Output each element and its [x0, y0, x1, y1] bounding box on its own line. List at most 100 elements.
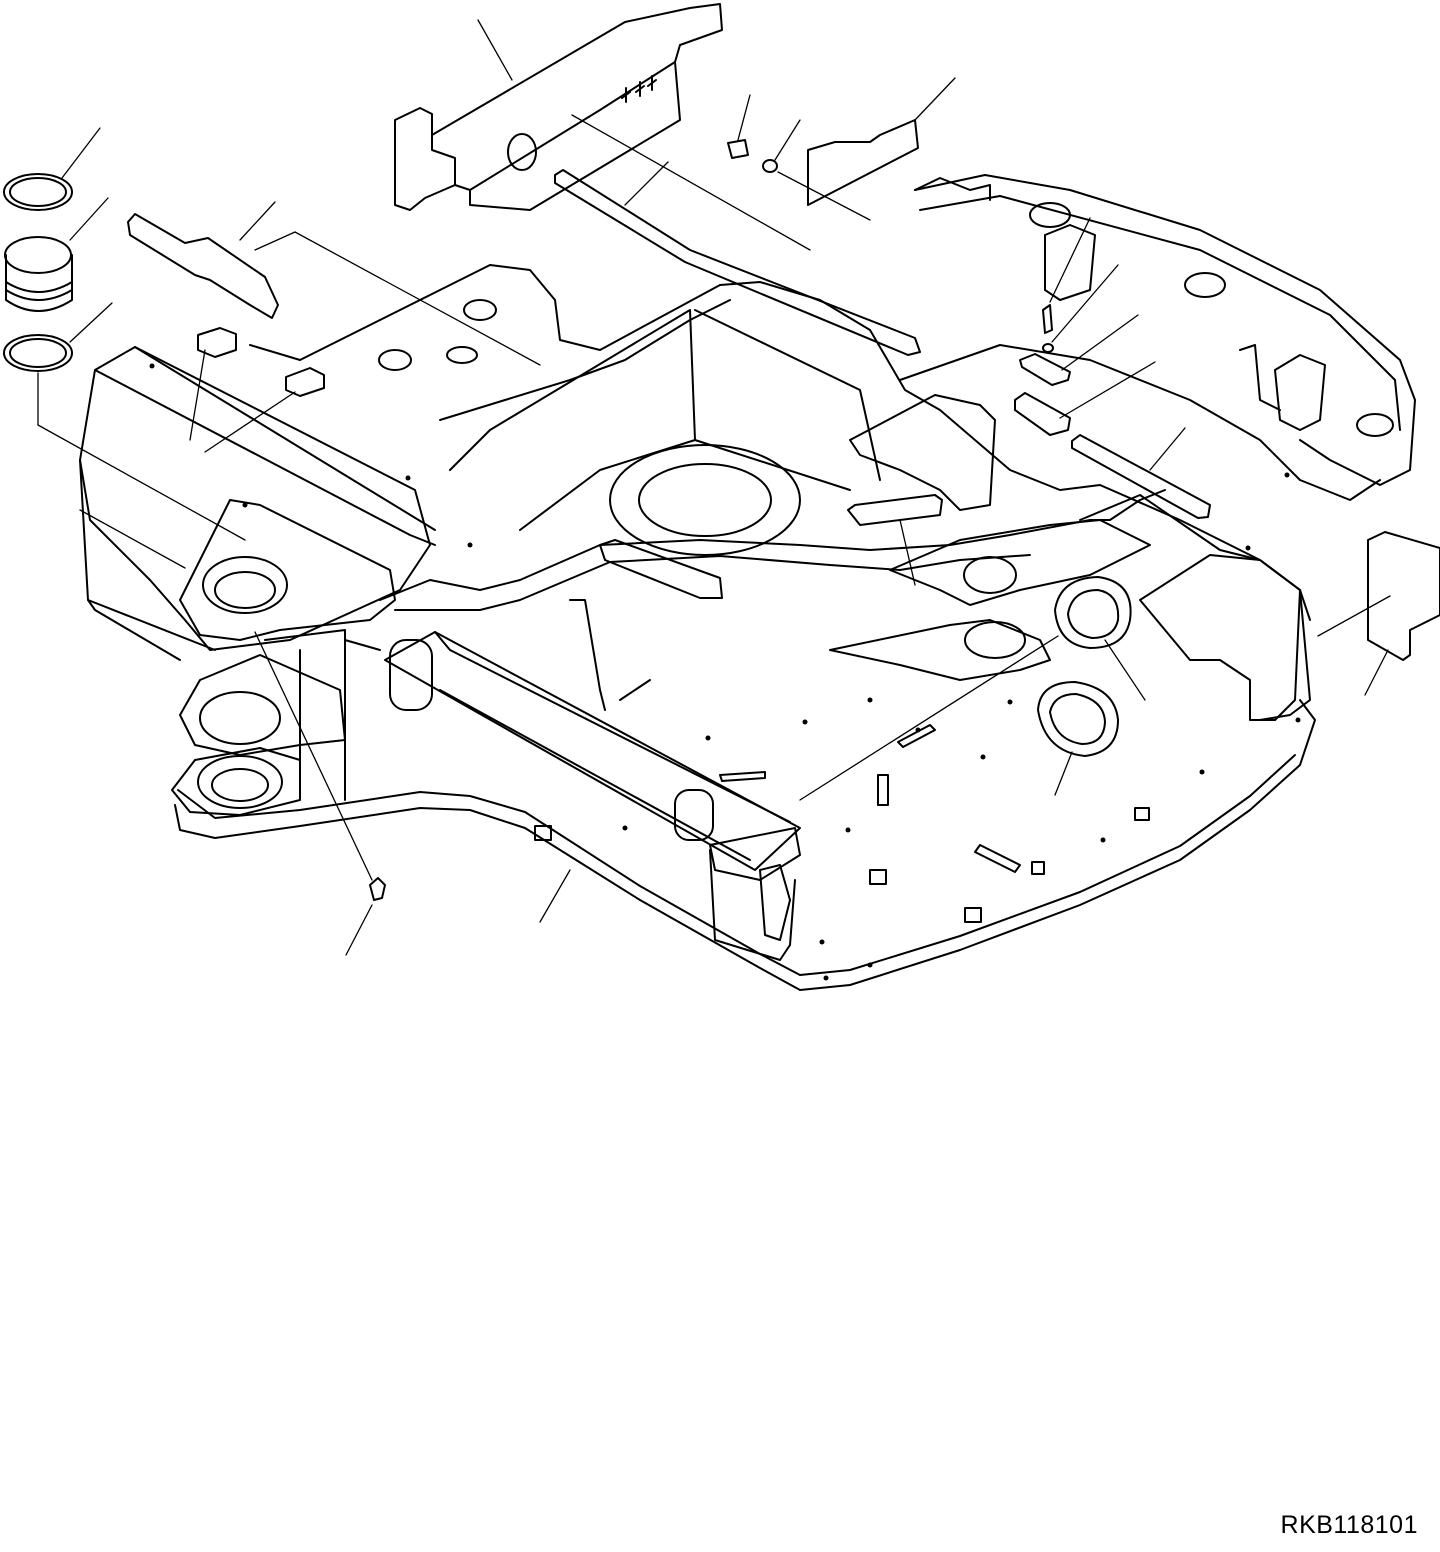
- center-box-right-wall: [694, 309, 881, 491]
- top-weight-plate-face: [431, 61, 681, 211]
- deck-hole: [242, 502, 248, 508]
- leader-frame: [539, 869, 571, 923]
- rear-mount-hole-2: [1184, 272, 1226, 298]
- deck-hole: [915, 727, 921, 733]
- boom-foot-upper: [179, 499, 396, 641]
- right-small-nut: [1042, 343, 1054, 353]
- right-small-bolt: [1042, 304, 1053, 334]
- right-bracket: [1139, 554, 1301, 721]
- front-tube-top: [434, 631, 791, 861]
- leader-side-block: [1364, 649, 1389, 696]
- deck-hole: [1245, 545, 1251, 551]
- center-arm-plate: [599, 539, 723, 599]
- boom-foot-bore-upper: [202, 556, 288, 614]
- deck-boss-5: [1031, 861, 1045, 875]
- exploded-parts: [3, 3, 1440, 901]
- grease-fitting: [369, 877, 386, 901]
- deck-boss-2: [964, 907, 982, 923]
- deck-hole: [1284, 472, 1290, 478]
- side-block: [1367, 531, 1440, 661]
- frame-boss-1: [463, 299, 497, 321]
- duct-seal-lower: [1037, 681, 1119, 757]
- front-tube-pad: [674, 789, 714, 841]
- deck-hole: [622, 825, 628, 831]
- leader-lines: [37, 19, 1391, 956]
- leader-right-bolt: [1049, 217, 1091, 303]
- seal-ring-lower: [3, 334, 73, 372]
- top-weight-plate-mark: [621, 75, 657, 103]
- washer-top: [762, 159, 778, 173]
- rear-tube-pad: [389, 639, 433, 711]
- front-tube-bracket: [709, 849, 796, 961]
- lower-right-arm: [829, 619, 1051, 681]
- seal-ring-lower-inner: [9, 338, 67, 368]
- swing-circle-bore: [638, 463, 772, 537]
- deck-boss-4: [1134, 807, 1150, 821]
- counterweight-mount-face: [919, 195, 1401, 431]
- top-weight-plate: [394, 3, 723, 211]
- deck-hole: [802, 719, 808, 725]
- bushing-top: [4, 236, 72, 274]
- drawing-reference-code: RKB118101: [1280, 1511, 1418, 1539]
- lower-right-arm-bore: [964, 621, 1026, 659]
- left-long-plate: [127, 213, 279, 319]
- center-box-left-wall: [449, 309, 696, 531]
- top-weight-plate-hole: [507, 133, 537, 171]
- rubber-pad-2: [285, 367, 325, 397]
- bushing-groove: [5, 281, 73, 301]
- right-small-bracket: [1014, 392, 1071, 436]
- revolving-frame: [79, 174, 1416, 991]
- center-cross-member: [379, 489, 1166, 601]
- leader-left-plate: [239, 201, 276, 241]
- leader-right-bar: [1149, 427, 1186, 471]
- left-frame-face: [79, 459, 216, 661]
- upper-right-arm: [889, 519, 1151, 606]
- deck-hole: [867, 697, 873, 703]
- center-cross-member-lower: [394, 554, 1031, 611]
- rear-mount-hole-1: [1029, 202, 1071, 228]
- rear-bracket-left: [914, 177, 991, 201]
- deck-hole: [705, 735, 711, 741]
- leader-top-weight: [477, 19, 513, 81]
- long-bar-top: [554, 169, 921, 356]
- frame-hole-1: [446, 346, 478, 364]
- deck-hole: [149, 363, 155, 369]
- leader-duct-axis: [799, 635, 1059, 801]
- duct-seal-upper-inner: [1067, 589, 1120, 639]
- upper-right-arm-bore: [963, 556, 1017, 594]
- right-rear-frame: [899, 344, 1381, 501]
- swing-circle-plate: [609, 444, 801, 556]
- leader-right-nut: [1051, 264, 1119, 343]
- leader-grease-2: [254, 631, 373, 881]
- deck-slot-2: [974, 844, 1021, 873]
- boom-foot-lower: [171, 747, 301, 816]
- leader-grease: [345, 904, 373, 956]
- leader-right-plate: [1061, 314, 1139, 371]
- rear-post-left: [1044, 224, 1096, 301]
- deck-hole: [819, 939, 825, 945]
- leader-seal-ring-upper: [61, 127, 101, 179]
- counterweight-mount-plate: [914, 174, 1416, 486]
- leader-pad-2: [204, 391, 296, 453]
- deck-hole: [405, 475, 411, 481]
- rear-bracket-right: [1239, 344, 1281, 411]
- frame-top-plate: [299, 264, 1311, 621]
- leader-washer-2: [777, 171, 871, 221]
- rear-post-right: [1274, 354, 1326, 431]
- leader-pad-1: [189, 349, 206, 441]
- bottom-deck-plate: [174, 699, 1316, 991]
- seal-ring-upper-inner: [9, 177, 67, 207]
- leader-washer: [774, 119, 801, 161]
- seal-ring-upper: [3, 173, 73, 211]
- center-post: [569, 599, 651, 711]
- deck-hole: [1007, 699, 1013, 705]
- leader-duct-lower: [1054, 751, 1073, 796]
- front-tube-end: [709, 827, 801, 881]
- front-tube-clip: [759, 864, 791, 941]
- front-tube: [384, 631, 801, 871]
- deck-boss-3: [534, 825, 552, 841]
- leader-side-block-2: [1317, 595, 1391, 637]
- deck-hole: [845, 827, 851, 833]
- deck-hole: [1199, 769, 1205, 775]
